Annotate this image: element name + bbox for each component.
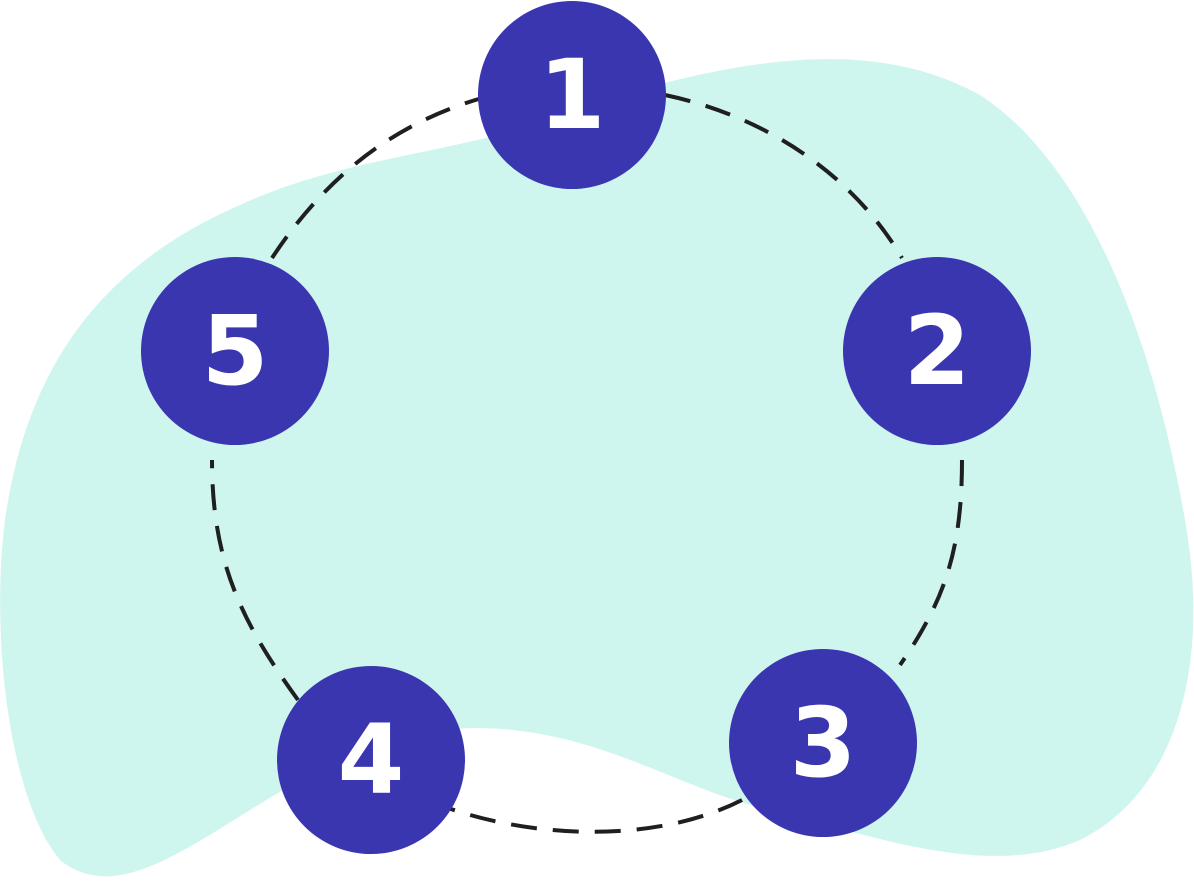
step-node-circle (843, 257, 1031, 445)
connector-3-4 (447, 798, 743, 834)
step-node-4: 4 (277, 666, 465, 854)
step-label-2: 2 (904, 295, 971, 407)
step-label-4: 4 (338, 704, 405, 816)
step-label-5: 5 (202, 295, 269, 407)
step-node-2: 2 (843, 257, 1031, 445)
step-label-3: 3 (790, 687, 857, 799)
step-node-5: 5 (141, 257, 329, 445)
background-blob (0, 59, 1194, 877)
connector-2-3 (898, 459, 964, 667)
connector-4-5 (210, 459, 300, 702)
step-node-circle (478, 1, 666, 189)
step-node-circle (729, 649, 917, 837)
step-label-1: 1 (539, 39, 606, 151)
step-node-circle (141, 257, 329, 445)
connector-1-2 (664, 93, 904, 260)
step-node-circle (277, 666, 465, 854)
connector-5-1 (270, 96, 483, 260)
step-node-3: 3 (729, 649, 917, 837)
step-node-1: 1 (478, 1, 666, 189)
